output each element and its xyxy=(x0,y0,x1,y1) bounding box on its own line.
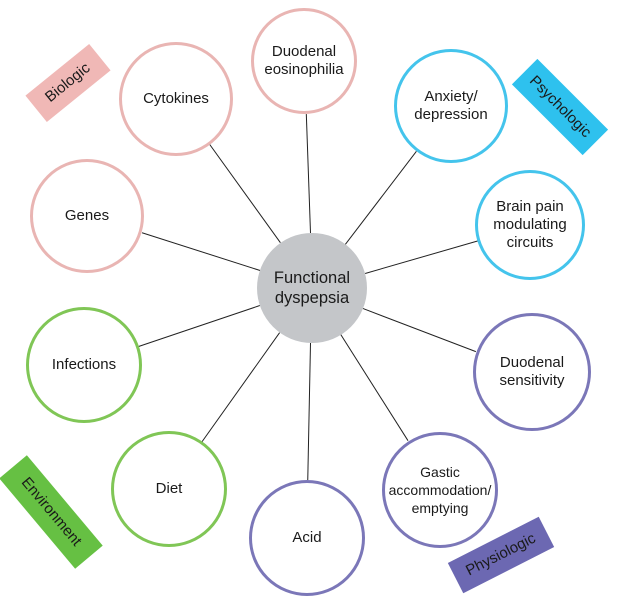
node-gastric-accommodation-emptying: Gastic accommodation/ emptying xyxy=(382,432,498,548)
node-brain-pain-modulating-circuits: Brain pain modulating circuits xyxy=(475,170,585,280)
node-infections: Infections xyxy=(26,307,142,423)
node-label: Gastic accommodation/ emptying xyxy=(388,464,492,516)
node-anxiety-depression: Anxiety/ depression xyxy=(394,49,508,163)
connector-line-cytokines xyxy=(209,144,281,244)
node-cytokines: Cytokines xyxy=(119,42,233,156)
group-tag-psychologic: Psychologic xyxy=(511,58,609,156)
group-label: Psychologic xyxy=(526,72,595,141)
node-label: Infections xyxy=(51,356,117,373)
group-tag-environment: Environment xyxy=(0,455,103,569)
node-label: Acid xyxy=(292,529,322,546)
node-label: Genes xyxy=(64,207,110,224)
connector-line-genes xyxy=(141,232,260,272)
node-duodenal-eosinophilia: Duodenal eosinophilia xyxy=(251,8,357,114)
node-label: Anxiety/ depression xyxy=(414,88,488,123)
connector-line-anxiety-depression xyxy=(345,151,418,245)
connector-line-acid xyxy=(307,342,311,481)
node-acid: Acid xyxy=(249,480,365,596)
connector-line-duodenal-eosinophilia xyxy=(305,113,312,234)
node-label: Duodenal eosinophilia xyxy=(264,43,344,78)
group-label: Physiologic xyxy=(463,529,539,580)
group-label: Environment xyxy=(17,473,85,550)
connector-line-diet xyxy=(201,332,281,442)
center-node-functional-dyspepsia: Functional dyspepsia xyxy=(257,233,367,343)
node-label: Cytokines xyxy=(143,90,209,107)
group-label: Biologic xyxy=(41,59,94,106)
node-label: Duodenal sensitivity xyxy=(499,354,565,389)
node-label: Brain pain modulating circuits xyxy=(493,198,567,251)
center-label: Functional dyspepsia xyxy=(273,269,351,307)
node-genes: Genes xyxy=(30,159,144,273)
connector-line-duodenal-sensitivity xyxy=(363,307,477,352)
node-duodenal-sensitivity: Duodenal sensitivity xyxy=(473,313,591,431)
node-label: Diet xyxy=(155,480,183,497)
group-tag-biologic: Biologic xyxy=(25,43,111,123)
connector-line-brain-pain-modulating-circuits xyxy=(364,240,478,274)
connector-line-gastric-accommodation-emptying xyxy=(340,334,409,442)
connector-line-infections xyxy=(138,304,260,347)
node-diet: Diet xyxy=(111,431,227,547)
